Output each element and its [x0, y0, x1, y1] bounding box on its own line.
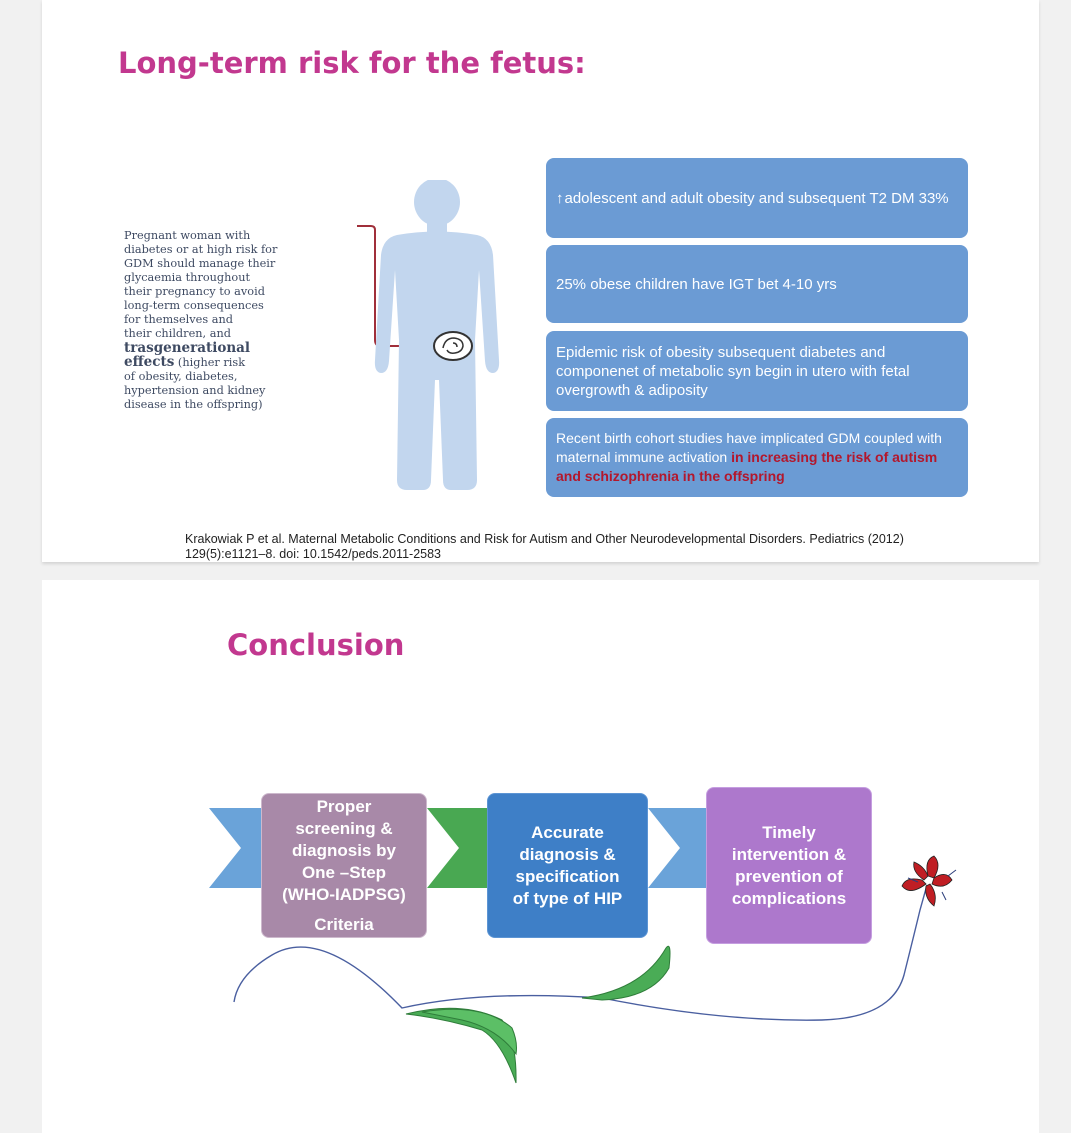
side-note-line: for themselves and [124, 313, 233, 326]
step-line: intervention & [731, 844, 847, 864]
risk-box-text: 25% obese children have IGT bet 4-10 yrs [556, 275, 837, 293]
step-line: diagnosis & [519, 844, 616, 864]
side-note-line: their pregnancy to avoid [124, 285, 265, 298]
step-line: Timely [762, 822, 816, 842]
step-line: One –Step [301, 862, 387, 882]
step-line: Criteria [314, 914, 374, 934]
side-note-emphasis: effects [124, 354, 175, 370]
vine-decoration [233, 855, 957, 1084]
risk-box-text: Epidemic risk of obesity subsequent diab… [556, 343, 910, 399]
arrow-up-icon: ↑ [556, 189, 564, 207]
vine-stem-icon [233, 884, 928, 1021]
side-note-emphasis: trasgenerational [124, 340, 251, 356]
reference-citation: Krakowiak P et al. Maternal Metabolic Co… [185, 532, 904, 561]
body-silhouette-icon [357, 180, 500, 490]
slide-long-term-risk: Long-term risk for the fetus: Pregnant w… [42, 0, 1039, 562]
side-note-line: of obesity, diabetes, [124, 370, 238, 383]
side-note: Pregnant woman with diabetes or at high … [124, 229, 349, 412]
risk-box-text: Recent birth cohort studies have implica… [556, 430, 942, 465]
side-note-line: long-term consequences [124, 299, 264, 312]
side-note-line: GDM should manage their [124, 257, 276, 270]
step-line: Proper [316, 796, 372, 816]
step-line: specification [515, 866, 620, 886]
step-line: Accurate [531, 822, 604, 842]
risk-box-igt: 25% obese children have IGT bet 4-10 yrs [546, 245, 968, 323]
side-note-line: their children, and [124, 327, 231, 340]
step-line: (WHO-IADPSG) [282, 884, 406, 904]
risk-box-text: adolescent and adult obesity and subsequ… [564, 189, 949, 207]
risk-box-highlight: in increasing the risk of autism and sch… [556, 449, 938, 484]
step-screening-diagnosis: Proper screening & diagnosis by One –Ste… [261, 793, 427, 938]
risk-box-autism: Recent birth cohort studies have implica… [546, 418, 968, 497]
step-line: of type of HIP [512, 888, 623, 908]
slide-title: Conclusion [227, 628, 405, 662]
leaf-icon [581, 945, 671, 1001]
flower-icon [901, 855, 957, 907]
leaf-icon [421, 1008, 517, 1056]
step-line: prevention of [735, 866, 843, 886]
risk-box-epidemic: Epidemic risk of obesity subsequent diab… [546, 331, 968, 411]
side-note-line: glycaemia throughout [124, 271, 251, 284]
step-timely-intervention: Timely intervention & prevention of comp… [706, 787, 872, 944]
step-line: screening & [295, 818, 393, 838]
risk-box-obesity-t2dm: ↑adolescent and adult obesity and subseq… [546, 158, 968, 238]
side-note-line: disease in the offspring) [124, 398, 263, 411]
step-line: complications [731, 888, 847, 908]
step-line: diagnosis by [292, 840, 396, 860]
side-note-line: diabetes or at high risk for [124, 243, 278, 256]
step-accurate-diagnosis: Accurate diagnosis & specification of ty… [487, 793, 648, 938]
slide-title: Long-term risk for the fetus: [118, 46, 586, 80]
fetus-icon [433, 331, 473, 361]
side-note-line: (higher risk [177, 356, 246, 369]
side-note-line: hypertension and kidney [124, 384, 266, 397]
slide-conclusion: Conclusion Proper screening & diagnosis … [42, 580, 1039, 1133]
side-note-line: Pregnant woman with [124, 229, 251, 242]
